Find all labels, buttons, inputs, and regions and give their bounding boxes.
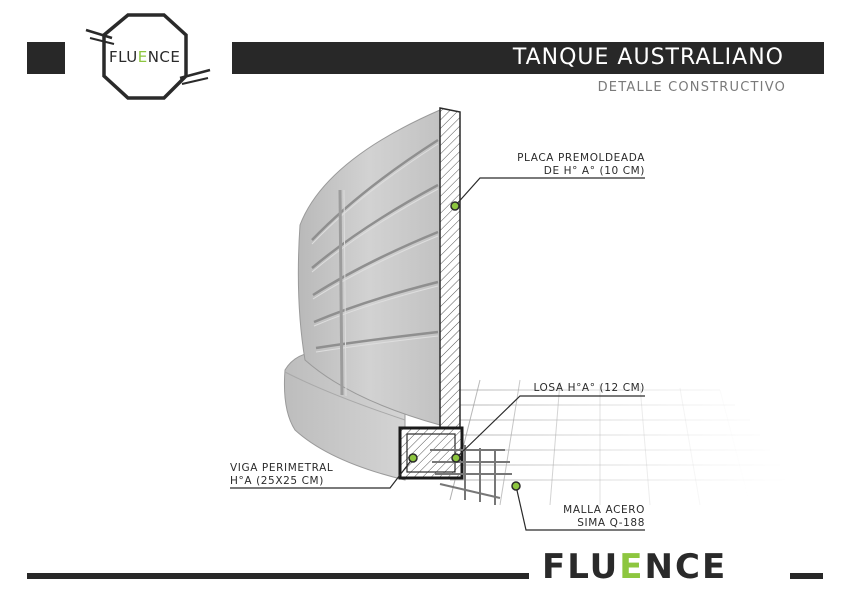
label-viga-line2: H°A (25X25 CM) [230,475,324,487]
callout-dot-losa [451,453,461,463]
header-left-bar [27,42,65,74]
wall-ribs [311,138,439,350]
header-logo: FLUENCE [82,8,212,106]
label-viga-line1: VIGA PERIMETRAL [230,462,334,474]
beam-section [398,426,464,480]
callout-dots [408,201,521,491]
label-malla-line1: MALLA ACERO [563,504,645,516]
logo-brand-prefix: FLU [109,48,138,66]
label-malla-line2: SIMA Q-188 [577,517,645,529]
label-placa: PLACA PREMOLDEADA DE H° A° (10 CM) [517,152,645,178]
label-malla: MALLA ACERO SIMA Q-188 [563,504,645,530]
logo-brand-text: FLUENCE [109,48,180,66]
footer-brand-suffix: NCE [644,547,728,587]
steel-mesh [440,379,790,506]
octagon-logo-icon [85,13,211,100]
label-placa-line1: PLACA PREMOLDEADA [517,152,645,164]
label-losa-line1: LOSA H°A° (12 CM) [533,382,645,394]
footer-right-bar [790,573,823,579]
page-title: TANQUE AUSTRALIANO [512,45,784,70]
footer-left-bar [27,573,529,579]
logo-brand-accent: E [137,48,148,66]
callout-dot-viga [408,453,418,463]
rebars [430,445,512,505]
footer-brand: FLUENCE [542,547,727,587]
leader-lines [230,177,645,531]
label-viga: VIGA PERIMETRAL H°A (25X25 CM) [230,462,333,488]
title-bar: TANQUE AUSTRALIANO [232,42,824,74]
label-placa-line2: DE H° A° (10 CM) [543,165,645,177]
footer-brand-accent: E [619,547,645,587]
footer-brand-prefix: FLU [542,547,620,587]
logo-brand-suffix: NCE [147,48,181,66]
page-subtitle: DETALLE CONSTRUCTIVO [597,80,786,95]
callout-dot-placa [450,201,460,211]
callout-dot-malla [511,481,521,491]
label-losa: LOSA H°A° (12 CM) [533,382,645,395]
wall-section [439,107,461,446]
